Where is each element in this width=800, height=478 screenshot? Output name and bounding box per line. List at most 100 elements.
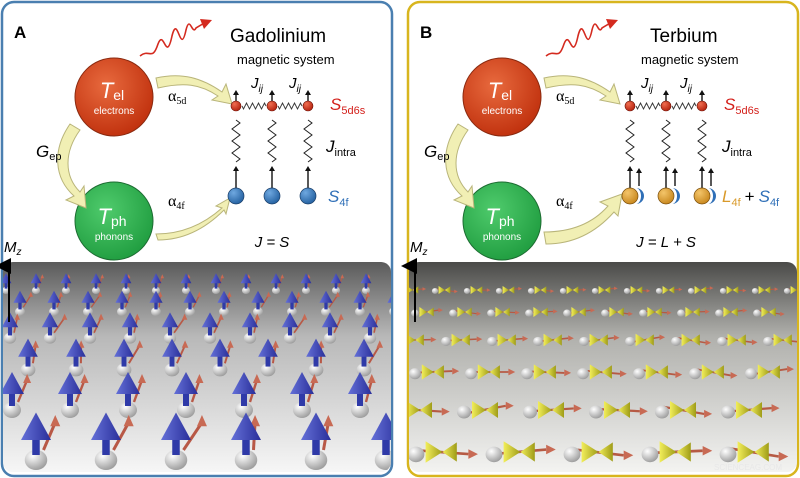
lattice-orbital-cone <box>701 364 714 380</box>
lattice-4f-cone <box>285 290 299 303</box>
spin-4f-ball <box>299 187 317 205</box>
lattice-spin-arrow-head <box>702 445 713 456</box>
lattice-atom <box>181 286 191 294</box>
g-ep-label: Gep <box>424 142 449 163</box>
lattice-spin-arrow-head <box>709 286 714 290</box>
lattice-spin-arrow-head <box>441 407 450 416</box>
lattice-orbital-cone <box>681 333 692 347</box>
spin-5d6s-ball <box>696 100 708 112</box>
lattice-atom <box>15 307 25 316</box>
lattice-spin-arrow-head <box>98 313 104 320</box>
lattice-spin-arrow-head <box>181 340 189 348</box>
lattice-orbital-cone <box>520 442 535 462</box>
lattice-atom <box>351 402 369 418</box>
j-ij-label-1: Jij <box>250 75 264 95</box>
lattice-atom <box>533 336 543 346</box>
lattice-atom <box>61 286 71 294</box>
spin-5d6s-arrow-head <box>627 90 633 95</box>
orbital-arrow-head <box>636 168 642 173</box>
lattice-atom <box>527 287 535 294</box>
lattice-orbital-cone <box>732 286 739 294</box>
lattice-orbital-cone <box>630 285 637 295</box>
lattice-cone-stem <box>87 325 93 336</box>
lattice-4f-cone <box>360 273 372 284</box>
lattice-atom <box>577 368 589 380</box>
spin-4f-arrow-head <box>699 166 705 171</box>
spin-4f-ball <box>227 187 245 205</box>
lattice-atom <box>24 450 48 470</box>
lattice-atom <box>321 307 331 316</box>
lattice-spin-arrow <box>397 295 398 307</box>
lattice-spin-arrow-head <box>675 371 683 379</box>
lattice-atom <box>203 332 217 344</box>
lattice-spin-arrow-head <box>134 313 140 320</box>
lattice-atom <box>721 405 735 419</box>
lattice-spin-arrow-head <box>778 451 789 462</box>
lattice-atom <box>308 363 324 377</box>
lattice-4f-cone <box>319 290 333 303</box>
lattice-4f-cone <box>13 290 27 303</box>
lattice-cone-stem <box>64 282 68 289</box>
lattice-cone-stem <box>125 392 131 406</box>
lattice-atom <box>234 450 258 470</box>
j-ij-label-2: Jij <box>288 75 302 95</box>
lattice-4f-cone <box>21 412 51 440</box>
spin-model-a <box>227 90 317 205</box>
lattice-orbital-cone <box>543 333 554 347</box>
j-ij-label-1: Jij <box>640 75 654 95</box>
lattice-orbital-cone <box>599 334 608 346</box>
lattice-orbital-cone <box>415 334 424 346</box>
lattice-4f-cone <box>251 290 265 303</box>
lattice-atom <box>487 336 497 346</box>
lattice-orbital-cone <box>700 286 707 294</box>
lattice-atom <box>3 402 21 418</box>
lattice-4f-cone <box>30 273 42 284</box>
lattice-atom <box>355 307 365 316</box>
lattice-orbital-cone <box>489 365 500 379</box>
lattice-cone-stem <box>287 325 293 336</box>
lattice-spin-arrow-head <box>97 291 103 297</box>
lattice-orbital-cone <box>783 334 792 346</box>
lattice-spin-arrow <box>409 338 431 342</box>
panel-b-title: Terbium <box>650 26 718 47</box>
lattice-spin-arrow <box>124 294 131 308</box>
lattice-spin-arrow-head <box>639 407 648 416</box>
lattice-spin-arrow-head <box>14 313 20 320</box>
lattice-spin-arrow-head <box>705 339 712 346</box>
lattice-atom <box>395 337 405 346</box>
lattice-spin-arrow-head <box>280 274 285 279</box>
lattice-atom <box>563 309 571 317</box>
lattice-spin-arrow-head <box>196 415 207 427</box>
lattice-spin-arrow-head <box>454 289 458 294</box>
lattice-spin-arrow <box>572 448 624 457</box>
spin-4f-ball <box>657 187 675 205</box>
lattice-spin-arrow <box>173 317 186 334</box>
lattice-orbital-cone <box>581 441 599 463</box>
phonons-label: phonons <box>95 232 133 243</box>
lattice-atom <box>623 287 631 294</box>
lattice-spin-arrow-head <box>250 415 261 427</box>
lattice-atom <box>331 286 341 294</box>
lattice-4f-cone <box>270 273 282 284</box>
lattice-atom <box>363 332 377 344</box>
lattice-atom <box>521 368 533 380</box>
lattice-spin-arrow <box>530 407 574 413</box>
lattice-cone-stem <box>274 282 278 289</box>
lattice-spin-arrow-head <box>730 372 738 379</box>
lattice-orbital-cone <box>731 307 738 317</box>
lattice-orbital-cone <box>533 364 546 380</box>
lattice-atom <box>61 402 79 418</box>
lattice-orbital-cone <box>694 285 701 295</box>
lattice-atom <box>389 307 391 317</box>
lattice-spin-arrow-head <box>301 313 308 320</box>
lattice-spin-arrow <box>583 369 621 375</box>
lattice-spin-arrow-head <box>508 368 516 376</box>
panel-a-spin-lattice <box>3 262 398 472</box>
lattice-spin-arrow-head <box>614 286 618 291</box>
lattice-spin-arrow <box>93 317 102 334</box>
lattice-orbital-cone <box>754 442 769 462</box>
lattice-atom <box>671 336 681 346</box>
lattice-spin-arrow-head <box>628 311 633 317</box>
lattice-orbital-cone <box>486 402 498 418</box>
lattice-4f-cone <box>150 273 162 284</box>
